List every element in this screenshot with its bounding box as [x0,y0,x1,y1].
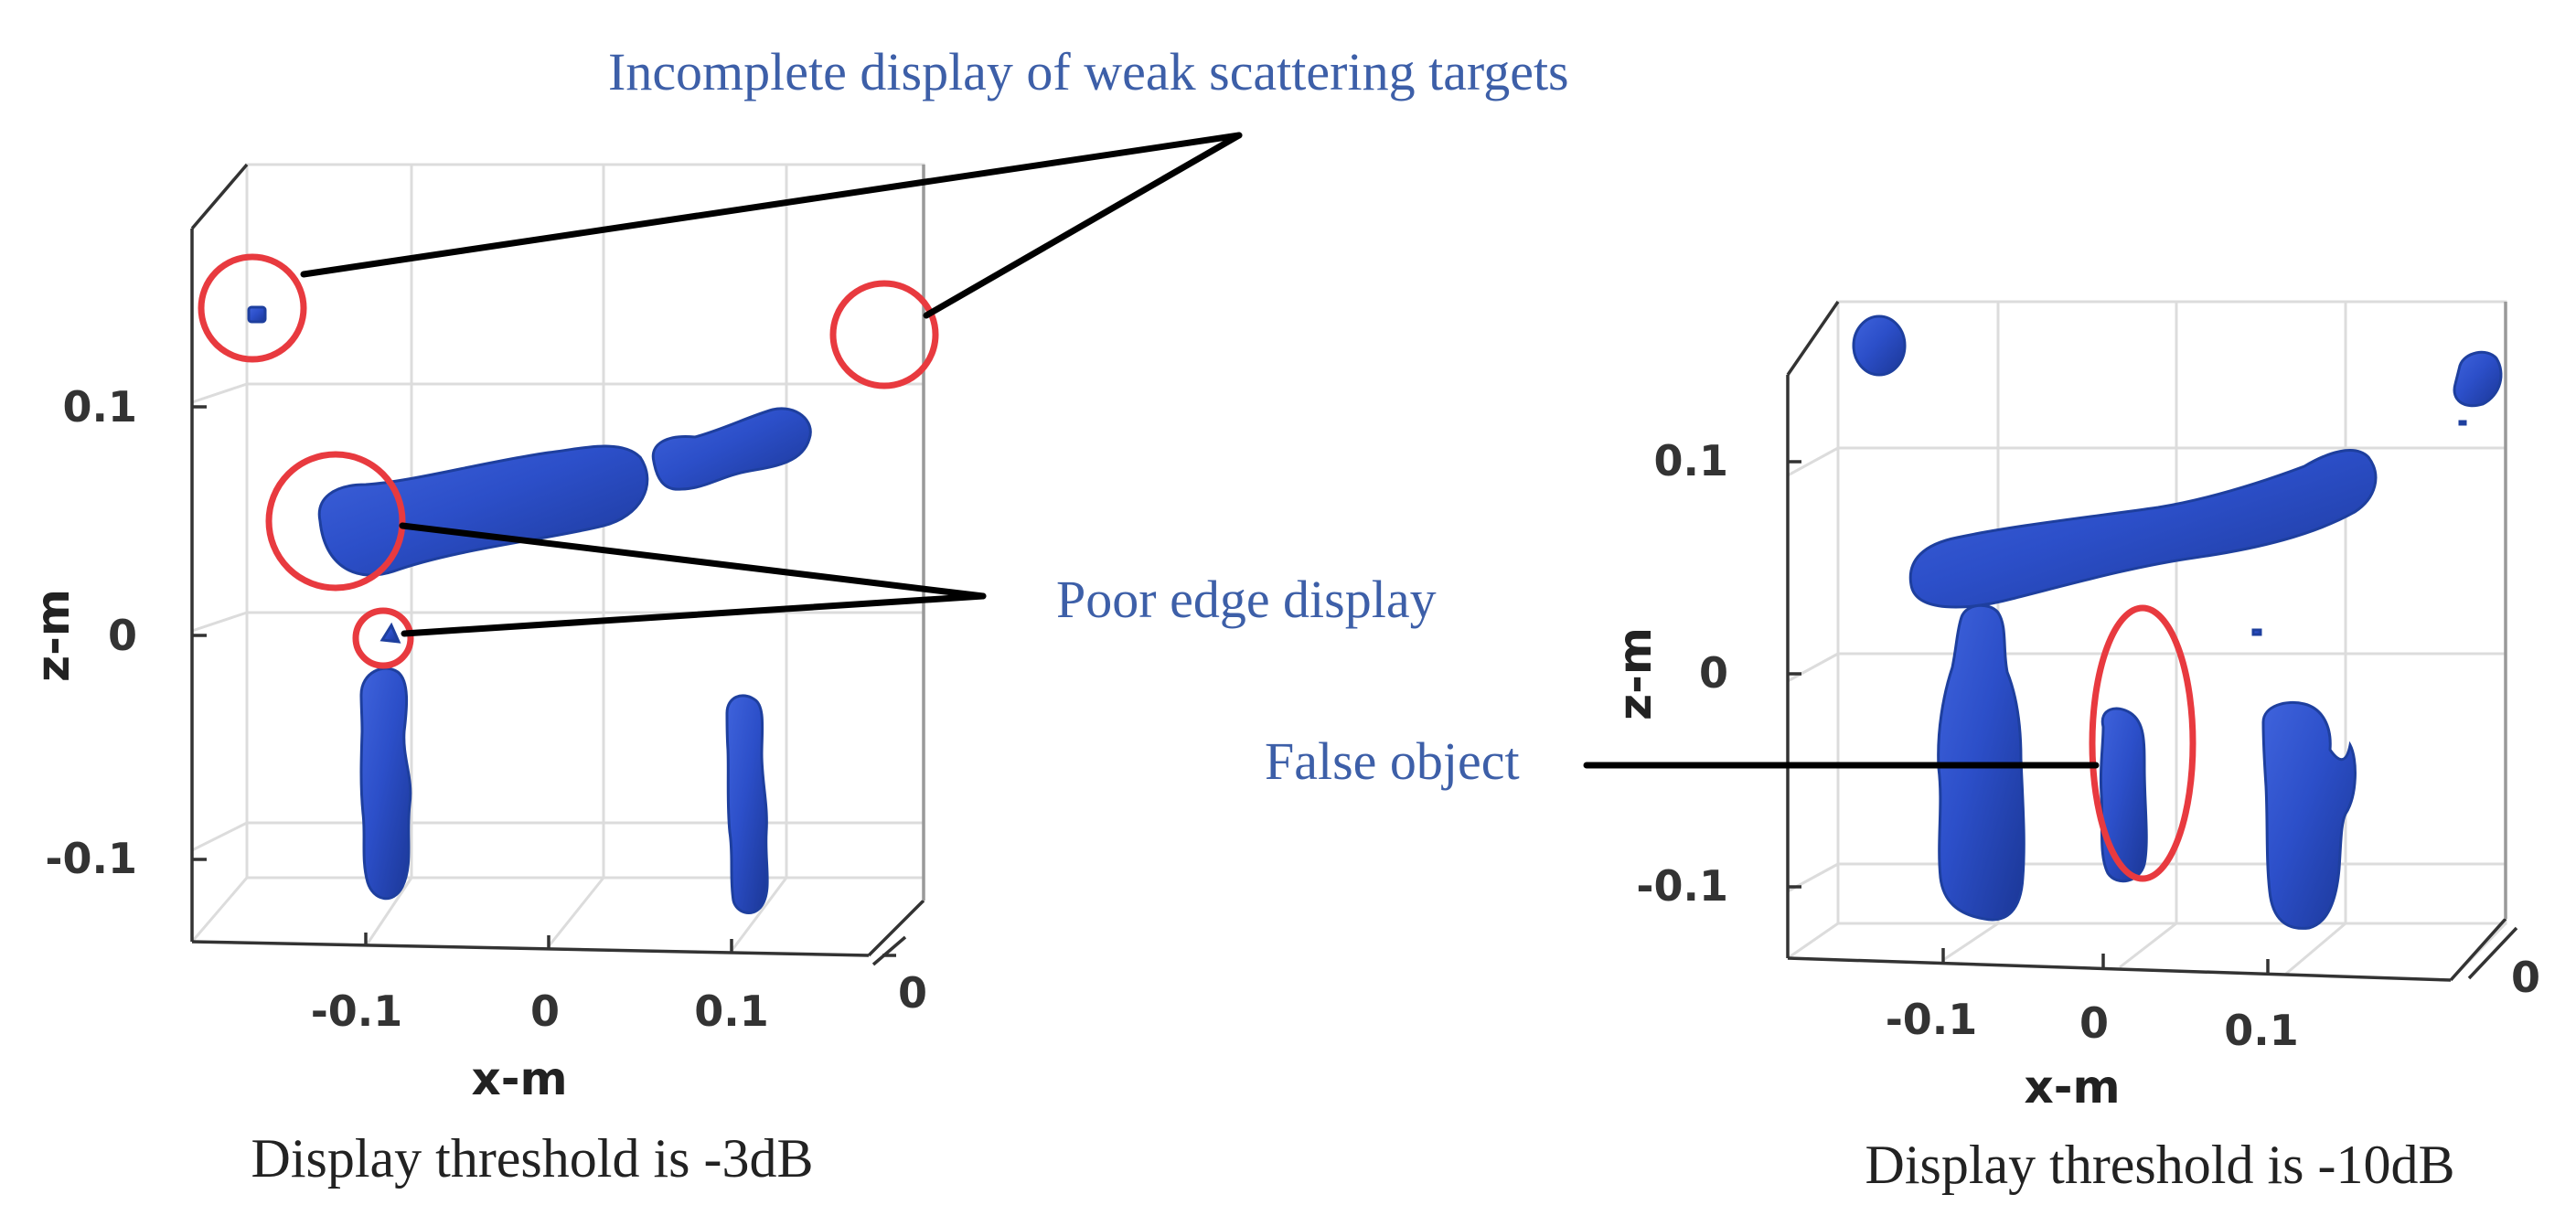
left-ztick-2: -0.1 [45,834,137,883]
highlight-ring-false-object [2089,604,2197,882]
left-xlabel: x-m [471,1052,567,1105]
highlight-ring-weak-2 [829,280,939,389]
right-ytick-0: 0 [2511,953,2540,1002]
annotation-weak-targets: Incomplete display of weak scattering ta… [608,42,1569,101]
left-caption: Display threshold is -3dB [251,1128,814,1189]
right-column-blob [725,694,769,914]
right-xtick-0: -0.1 [1886,995,1978,1044]
left-ytick-0: 0 [898,968,927,1018]
right-ztick-1: 0 [1699,648,1728,698]
plot-left-leaders [300,132,1243,637]
right-xtick-2: 0.1 [2224,1006,2299,1055]
plot-left-axes [190,163,925,966]
plot-left-highlights [198,253,939,669]
annotation-poor-edge: Poor edge display [1056,570,1437,629]
corner-blob-right [2453,350,2503,408]
plot-left-ticks: 0.1 0 -0.1 -0.1 0 0.1 0 [45,382,927,1036]
corner-blob-left [1852,315,1907,377]
right-caption: Display threshold is -10dB [1865,1135,2455,1195]
left-zlabel: z-m [27,589,80,682]
highlight-ring-edge-2 [352,607,414,669]
right-xlabel: x-m [2024,1061,2120,1114]
right-ztick-0: 0.1 [1654,436,1729,485]
leader-weak-1 [300,132,1243,278]
segment-blob [651,407,812,491]
leader-edge-1 [399,522,987,600]
noise-blob-1 [2251,628,2262,636]
plot-right-axes [1786,301,2518,982]
beam-blob [1908,449,2378,609]
highlight-ring-edge-1 [265,451,406,592]
leader-weak-2 [923,132,1243,319]
highlight-ring-weak-1 [198,253,307,363]
left-ztick-0: 0.1 [63,382,138,432]
annotation-false-object: False object [1265,731,1520,791]
right-ztick-2: -0.1 [1636,861,1728,911]
false-object-blob [2099,707,2148,883]
right-column-blob [2261,700,2357,930]
left-column-blob [359,666,412,901]
plot-left: 0.1 0 -0.1 -0.1 0 0.1 0 x-m z-m Incomple… [27,42,1569,1189]
left-ztick-1: 0 [108,611,137,660]
plot-right: 0.1 0 -0.1 -0.1 0 0.1 0 x-m z-m False ob… [1265,300,2540,1195]
right-xtick-1: 0 [2079,998,2109,1048]
left-xtick-2: 0.1 [694,986,769,1036]
leader-edge-2 [401,592,987,637]
right-zlabel: z-m [1609,627,1662,720]
noise-blob-2 [2458,420,2467,426]
edge-point-blob [379,622,401,644]
left-xtick-1: 0 [530,986,560,1036]
left-xtick-0: -0.1 [311,986,403,1036]
weak-target-blob [247,305,267,324]
plot-right-ticks: 0.1 0 -0.1 -0.1 0 0.1 0 [1636,436,2540,1055]
plot-left-grid [190,163,925,957]
